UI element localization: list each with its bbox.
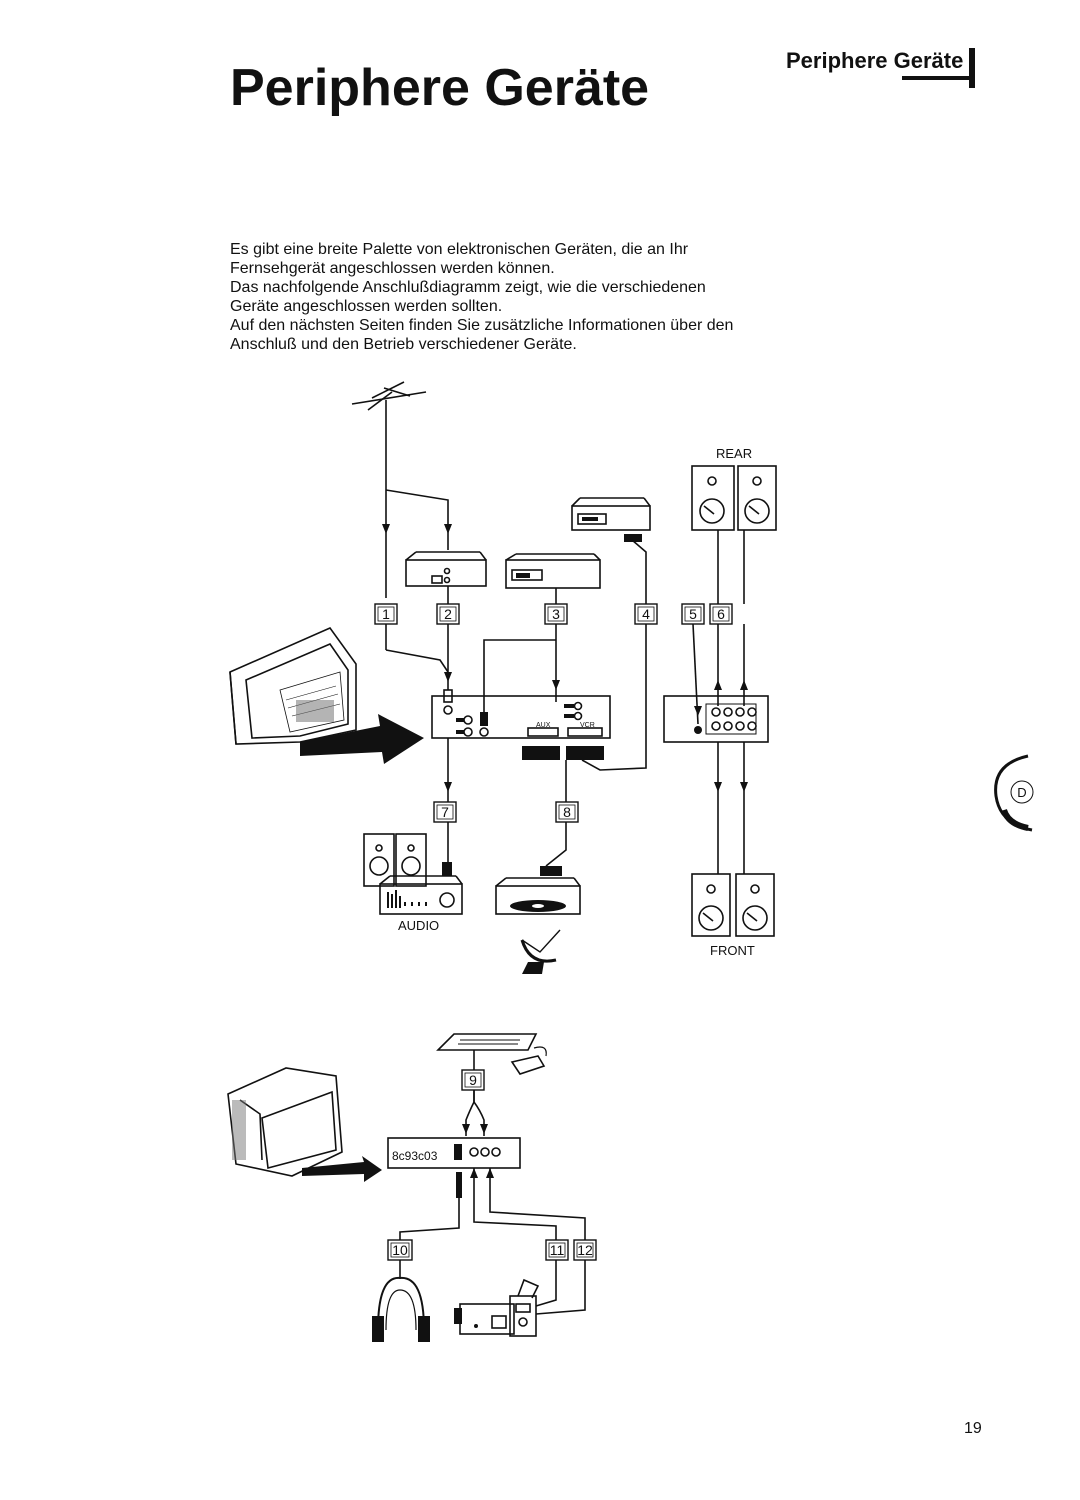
rear-label: REAR (716, 446, 752, 461)
running-header: Periphere Geräte (786, 48, 976, 88)
intro-line: Fernsehgerät angeschlossen werden können… (230, 260, 555, 277)
intro-line: Es gibt eine breite Palette von elektron… (230, 241, 689, 258)
tv-rear-icon (229, 627, 357, 745)
connection-number: 11 (550, 1242, 565, 1258)
intro-line: Geräte angeschlossen werden sollten. (230, 298, 503, 315)
svhs-vcr-icon (505, 553, 601, 589)
intro-line: Anschluß und den Betrieb verschiedener G… (230, 336, 577, 353)
headphones-icon (372, 1276, 430, 1342)
connection-number: 3 (552, 606, 560, 622)
connection-number: 1 (382, 606, 390, 622)
running-header-bar (969, 48, 976, 88)
tv-front-icon (227, 1067, 343, 1177)
satellite-dish-icon (520, 929, 561, 974)
language-tab: D (994, 754, 1034, 832)
audio-system-icon (363, 833, 463, 915)
running-header-title: Periphere Geräte (786, 48, 964, 73)
language-tab-label: D (1017, 785, 1026, 800)
arrow-right-icon (302, 1156, 382, 1182)
connection-number: 5 (689, 606, 697, 622)
audio-label: AUDIO (398, 918, 439, 933)
intro-line: Auf den nächsten Seiten finden Sie zusät… (230, 317, 734, 334)
surround-panel (663, 695, 769, 743)
intro-line: Das nachfolgende Anschlußdiagramm zeigt,… (230, 279, 706, 296)
aux-socket-label: AUX (536, 722, 551, 729)
connection-number: 12 (577, 1242, 593, 1258)
running-header-underline (902, 76, 976, 80)
connection-number: 4 (642, 606, 650, 622)
connection-number: 9 (469, 1072, 477, 1088)
arrow-right-icon (300, 714, 424, 764)
front-speakers-icon (691, 873, 775, 937)
page-number: 19 (964, 1420, 982, 1437)
vcr-icon (571, 497, 651, 531)
tv-side-panel (387, 1137, 521, 1169)
tv-back-panel (431, 689, 611, 739)
panel-display: 8c93c03 (392, 1149, 438, 1163)
connection-number: 7 (441, 804, 449, 820)
antenna-icon (351, 381, 449, 598)
keyboard-icon (436, 1033, 547, 1075)
connection-number: 8 (563, 804, 571, 820)
satellite-receiver-icon (405, 551, 487, 587)
connection-number: 6 (717, 606, 725, 622)
intro-text: Es gibt eine breite Palette von elektron… (230, 240, 790, 354)
vcr-socket-label: VCR (580, 722, 595, 729)
connection-number: 2 (444, 606, 452, 622)
page-title: Periphere Geräte (230, 59, 650, 117)
rear-speakers-icon (691, 465, 777, 531)
front-label: FRONT (710, 943, 755, 958)
connection-number: 10 (392, 1242, 408, 1258)
disc-player-icon (495, 877, 581, 915)
camcorder-icon (454, 1278, 540, 1337)
